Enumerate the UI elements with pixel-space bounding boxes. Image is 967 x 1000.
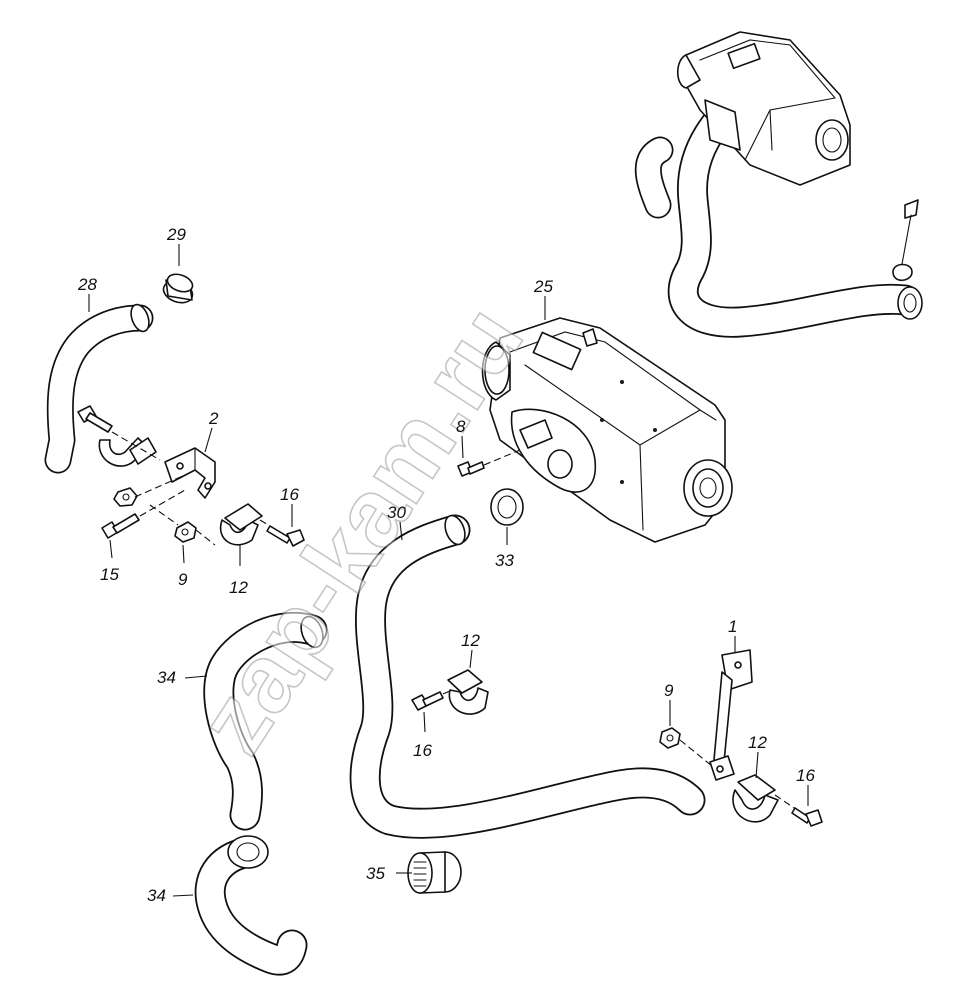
heater-installed-assembly [634,31,923,338]
callout-16-middle: 16 [413,741,432,760]
callout-28: 28 [77,275,97,294]
leader-lines [88,244,809,897]
callout-35: 35 [366,864,385,883]
callout-16-right: 16 [796,766,815,785]
bracket-1 [709,649,753,781]
callout-34-lower: 34 [147,886,166,905]
callout-25: 25 [533,277,553,296]
bolt-16-right [791,807,823,827]
clamp-12-middle [447,669,489,715]
callout-30: 30 [387,503,406,522]
callout-16-left: 16 [280,485,299,504]
ring-29 [162,273,194,304]
clamp-12-right [732,774,801,823]
callout-33: 33 [495,551,514,570]
callout-9-left: 9 [178,570,188,589]
callout-15: 15 [100,565,119,584]
callout-12-right: 12 [748,733,767,752]
callout-1: 1 [728,617,737,636]
callout-29: 29 [166,225,186,244]
bolt-16-middle [411,689,453,711]
heater-25 [481,317,733,543]
filter-35 [407,851,462,894]
callout-34-upper: 34 [157,668,176,687]
hose-30 [349,514,706,839]
hose-34-upper [203,611,328,831]
callout-2: 2 [208,409,219,428]
callout-labels: 1 2 8 9 9 12 12 12 15 16 16 16 25 28 29 … [77,225,815,905]
ring-33 [490,488,524,526]
callout-9-right: 9 [664,681,674,700]
callout-12-left: 12 [229,578,248,597]
bolt-8 [457,449,521,477]
fastener-group-left [77,405,305,547]
hose-28 [44,303,154,474]
hose-34-lower [194,835,308,976]
callout-12-middle: 12 [461,631,480,650]
nut-9-right [659,727,713,767]
callout-8: 8 [456,417,466,436]
